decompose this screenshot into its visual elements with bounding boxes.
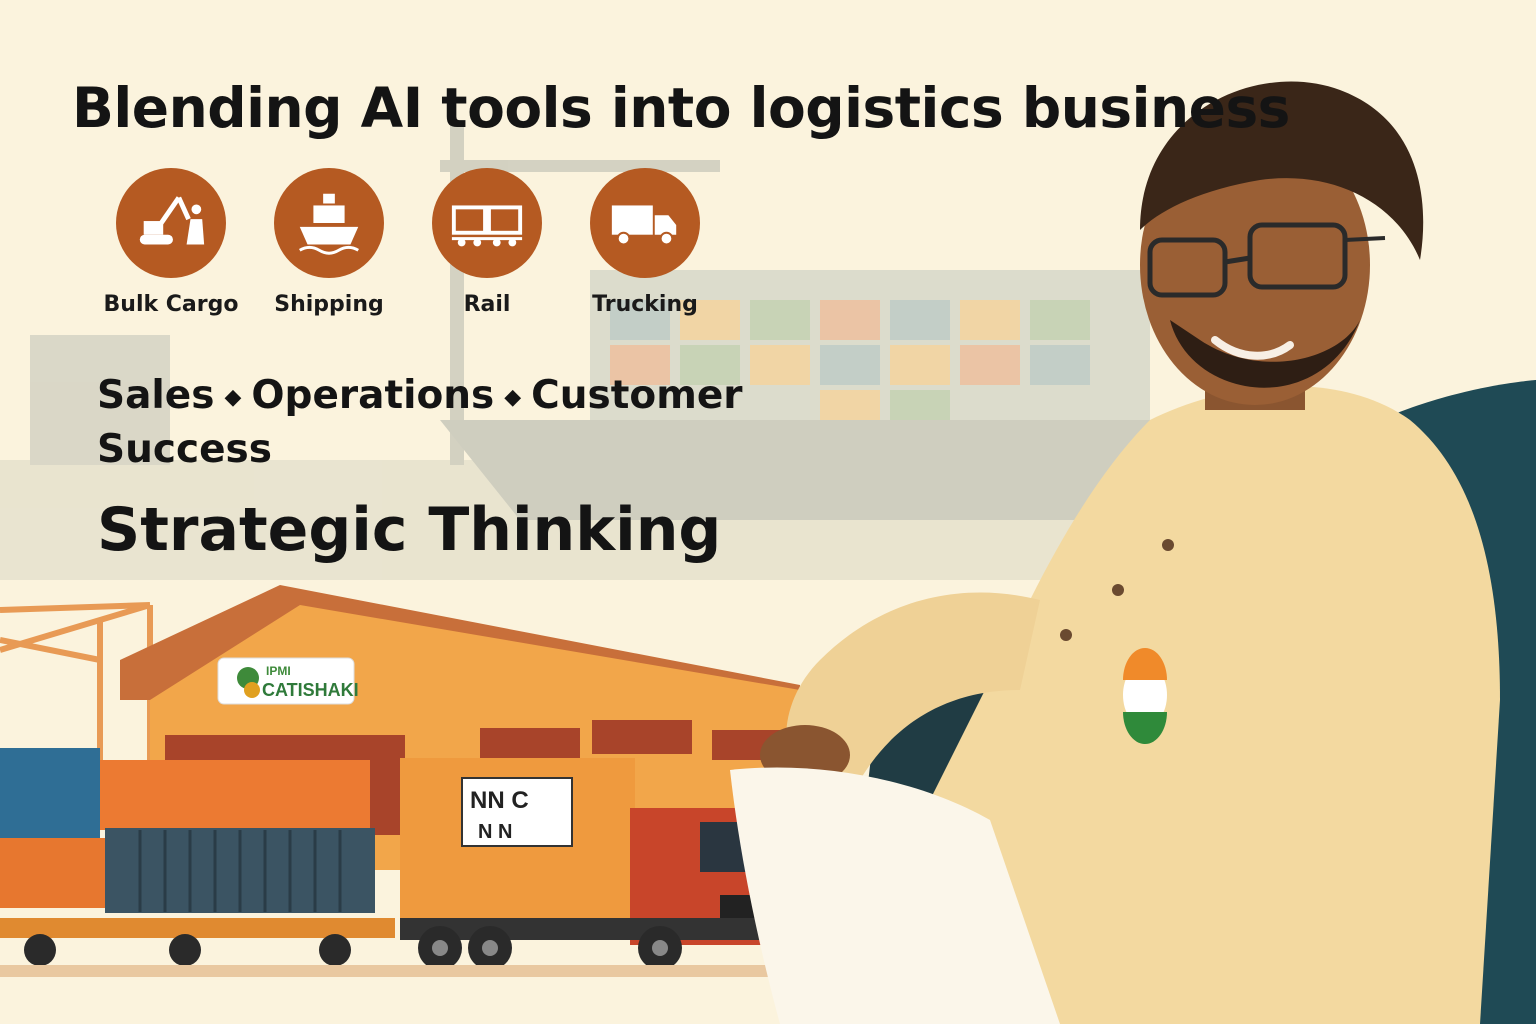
role-sales: Sales [97,373,215,418]
truck-logo-line1: NN C [470,787,529,814]
shipping-badge [274,168,384,278]
service-label: Rail [463,292,511,317]
flag-badge-icon [1123,648,1167,744]
strategic-thinking-heading: Strategic Thinking [97,495,722,565]
trucking-badge [590,168,700,278]
stacked-containers [0,748,395,966]
rail-badge [432,168,542,278]
cargo-ship-icon [298,193,360,255]
service-label: Shipping [274,292,384,317]
service-bulk-cargo: Bulk Cargo [92,168,250,317]
service-label: Bulk Cargo [103,292,239,317]
service-shipping: Shipping [250,168,408,317]
rail-wagon-icon [451,205,523,247]
truck-logo-line2: N N [478,821,512,843]
person-photo [730,81,1536,1024]
service-rail: Rail [408,168,566,317]
truck-icon [611,205,677,246]
warehouse-sign-line1: IPMI [266,664,291,678]
role-customer-success: Customer Success [97,373,743,472]
warehouse-sign-line2: CATISHAKI [262,680,359,700]
role-operations: Operations [251,373,495,418]
page-headline: Blending AI tools into logistics busines… [72,76,1290,140]
service-label: Trucking [592,292,698,317]
service-list: Bulk Cargo Shipping Rail [92,168,724,317]
service-trucking: Trucking [566,168,724,317]
role-separator-icon: ◆ [224,384,242,410]
delivery-truck [0,758,810,977]
role-separator-icon: ◆ [504,384,522,410]
roles-line: Sales ◆ Operations ◆Customer Success [97,370,757,476]
bulk-cargo-badge [116,168,226,278]
excavator-worker-icon [139,196,205,245]
